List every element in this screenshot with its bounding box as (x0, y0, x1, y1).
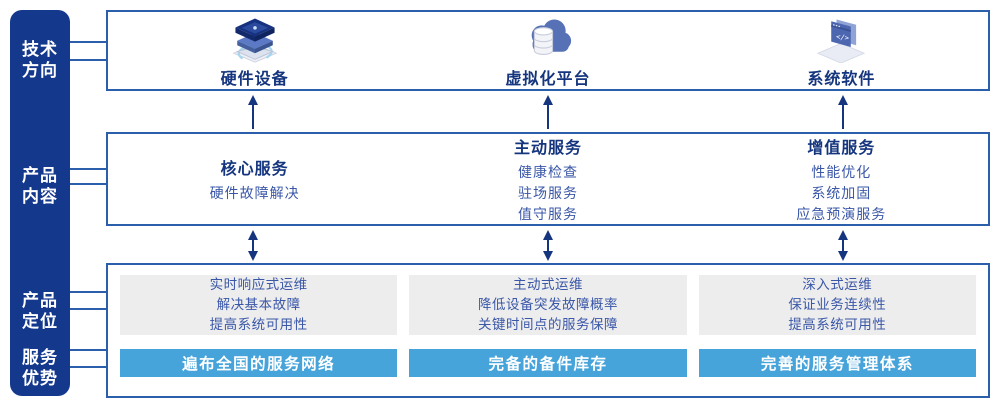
svg-text:</>: </> (836, 31, 850, 42)
positioning-col-realtime: 实时响应式运维 解决基本故障 提高系统可用性 遍布全国的服务网络 (120, 275, 398, 377)
sidebar-label-line: 定位 (22, 312, 58, 331)
double-arrow (838, 230, 848, 261)
positioning-line: 提高系统可用性 (788, 317, 887, 332)
sidebar-label-line: 技术 (22, 40, 58, 59)
positioning-line: 保证业务连续性 (788, 297, 887, 312)
service-item: 性能优化 (811, 163, 872, 180)
positioning-panel: 实时响应式运维 解决基本故障 提高系统可用性 (120, 275, 398, 335)
sidebar-label-line: 内容 (22, 187, 58, 206)
hardware-stack-icon (232, 18, 278, 63)
positioning-line: 关键时间点的服务保障 (477, 317, 618, 332)
sidebar-label-line: 服务 (22, 348, 58, 367)
sidebar-label-product-positioning: 产品 定位 (10, 290, 70, 332)
up-arrow (248, 95, 258, 129)
advantage-bar: 完善的服务管理体系 (698, 349, 976, 377)
service-item: 驻场服务 (517, 184, 578, 201)
service-item: 系统加固 (811, 184, 872, 201)
positioning-col-proactive: 主动式运维 降低设备突发故障概率 关键时间点的服务保障 完备的备件库存 (409, 275, 687, 377)
cloud-database-icon (531, 19, 572, 55)
connector-line (70, 291, 106, 293)
advantage-bar: 完备的备件库存 (409, 349, 687, 377)
tech-item-label: 系统软件 (807, 70, 876, 88)
service-col-active: 主动服务 健康检查 驻场服务 值守服务 (401, 134, 694, 224)
tech-item-virtualization: 虚拟化平台 (401, 12, 694, 89)
connector-line (70, 59, 106, 61)
service-title: 主动服务 (513, 139, 582, 157)
tech-direction-box: 硬件设备 虚拟化平台 (106, 10, 990, 91)
positioning-advantage-box: 实时响应式运维 解决基本故障 提高系统可用性 遍布全国的服务网络 主动式运维 降… (106, 263, 990, 398)
product-content-box: 核心服务 硬件故障解决 主动服务 健康检查 驻场服务 值守服务 增值服务 性能优… (106, 132, 990, 226)
positioning-line: 提高系统可用性 (209, 317, 308, 332)
tech-item-system-software: </> 系统软件 (695, 12, 988, 89)
tech-item-label: 虚拟化平台 (505, 70, 591, 88)
tech-item-label: 硬件设备 (220, 70, 289, 88)
sidebar-label-tech-direction: 技术 方向 (10, 39, 70, 81)
double-arrow (543, 230, 553, 261)
sidebar-label-service-advantage: 服务 优势 (10, 347, 70, 389)
connector-line (70, 183, 106, 185)
positioning-line: 实时响应式运维 (209, 277, 308, 292)
connector-line (70, 168, 106, 170)
positioning-panel: 深入式运维 保证业务连续性 提高系统可用性 (698, 275, 976, 335)
sidebar-label-line: 产品 (22, 291, 58, 310)
sidebar-label-product-content: 产品 内容 (10, 165, 70, 207)
service-title: 增值服务 (807, 139, 876, 157)
code-window-icon: </> (817, 18, 866, 63)
positioning-panel: 主动式运维 降低设备突发故障概率 关键时间点的服务保障 (409, 275, 687, 335)
sidebar-label-line: 产品 (22, 166, 58, 185)
service-col-value-added: 增值服务 性能优化 系统加固 应急预演服务 (695, 134, 988, 224)
up-arrow (838, 95, 848, 129)
sidebar-label-line: 优势 (22, 369, 58, 388)
connector-line (70, 349, 106, 351)
service-col-core: 核心服务 硬件故障解决 (108, 134, 401, 224)
connector-line (70, 366, 106, 368)
positioning-line: 主动式运维 (512, 277, 583, 292)
tech-item-hardware: 硬件设备 (108, 12, 401, 89)
positioning-line: 降低设备突发故障概率 (477, 297, 618, 312)
advantage-bar: 遍布全国的服务网络 (120, 349, 398, 377)
positioning-line: 解决基本故障 (216, 297, 301, 312)
service-item: 健康检查 (517, 163, 578, 180)
positioning-line: 深入式运维 (802, 277, 873, 292)
up-arrow (543, 95, 553, 129)
connector-line (70, 41, 106, 43)
service-item: 应急预演服务 (796, 205, 887, 222)
double-arrow (248, 230, 258, 261)
positioning-col-deep: 深入式运维 保证业务连续性 提高系统可用性 完善的服务管理体系 (698, 275, 976, 377)
connector-line (70, 308, 106, 310)
service-title: 核心服务 (220, 160, 289, 178)
service-item: 值守服务 (517, 205, 578, 222)
sidebar-label-line: 方向 (22, 61, 58, 80)
sidebar: 技术 方向 产品 内容 产品 定位 服务 优势 (10, 10, 70, 396)
service-item: 硬件故障解决 (209, 184, 300, 201)
